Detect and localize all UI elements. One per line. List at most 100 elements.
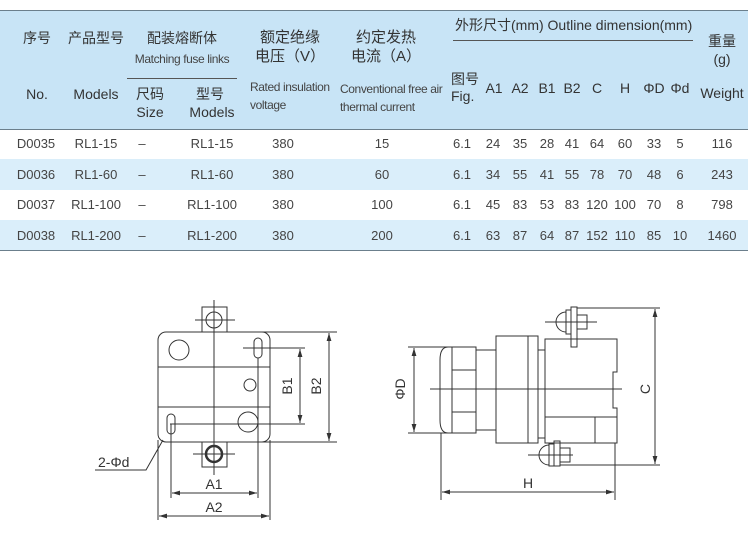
header-size-cn: 尺码	[136, 86, 164, 102]
cell-a2: 55	[512, 166, 528, 182]
header-dim-c: C	[591, 80, 603, 96]
side-view: ΦD C H	[392, 306, 660, 500]
label-b1: B1	[279, 377, 295, 394]
cell-voltage: 380	[272, 197, 294, 212]
header-curr-en2: thermal current	[340, 100, 415, 114]
header-dim-title: 外形尺寸(mm) Outline dimension(mm)	[455, 17, 693, 33]
cell-current: 15	[374, 136, 390, 151]
label-phi-d: ΦD	[392, 378, 408, 399]
cell-c: 64	[589, 136, 605, 151]
cell-fig: 6.1	[452, 227, 472, 243]
header-curr-cn1: 约定发热	[355, 29, 417, 46]
cell-a1: 34	[485, 166, 501, 182]
header-dim-a2: A2	[511, 80, 529, 96]
header-dim-phid-small: Φd	[670, 80, 690, 96]
label-a1: A1	[205, 476, 222, 492]
cell-no: D0036	[16, 166, 56, 182]
front-view: B1 B2 A1 A2 2-Φd	[95, 300, 337, 520]
header-fmodel-cn: 型号	[196, 86, 224, 102]
header-size-en: Size	[136, 104, 164, 120]
header-fuse-cn: 配装熔断体	[147, 30, 217, 46]
label-a2: A2	[205, 499, 222, 515]
header-curr-en1: Conventional free air	[340, 82, 443, 96]
header-no-en: No.	[26, 86, 48, 102]
cell-size: –	[138, 166, 146, 182]
header-fig-en: Fig.	[451, 88, 475, 104]
cell-b1: 41	[539, 166, 555, 182]
cell-phi-d-big: 85	[646, 227, 662, 243]
cell-current: 100	[371, 197, 393, 212]
cell-b1: 28	[539, 136, 555, 151]
header-volt-en1: Rated insulation	[250, 80, 330, 94]
cell-phi-d-small: 6	[676, 166, 684, 182]
header-weight-cn: 重量	[708, 33, 736, 49]
header-curr-cn2: 电流（A）	[350, 48, 422, 65]
cell-a1: 24	[485, 136, 501, 151]
header-dim-b1: B1	[538, 80, 556, 96]
header-fig-cn: 图号	[451, 71, 479, 87]
cell-a1: 63	[485, 227, 501, 243]
cell-no: D0037	[16, 197, 56, 212]
cell-model: RL1-60	[74, 166, 118, 182]
cell-a2: 83	[512, 197, 528, 212]
cell-b2: 41	[564, 136, 580, 151]
cell-phi-d-small: 5	[676, 136, 684, 151]
header-volt-cn2: 电压（V）	[254, 48, 326, 65]
cell-c: 78	[589, 166, 605, 182]
divider	[453, 40, 693, 41]
header-weight-unit: (g)	[713, 51, 731, 67]
cell-a1: 45	[485, 197, 501, 212]
divider	[127, 78, 237, 79]
cell-fuse-model: RL1-15	[190, 136, 234, 151]
header-fuse-en: Matching fuse links	[134, 52, 230, 66]
header-volt-cn1: 额定绝缘	[259, 29, 321, 46]
header-weight-en: Weight	[700, 85, 744, 101]
cell-current: 60	[374, 166, 390, 182]
cell-h: 70	[617, 166, 633, 182]
cell-a2: 35	[512, 136, 528, 151]
cell-size: –	[138, 136, 146, 151]
cell-voltage: 380	[272, 166, 294, 182]
header-dim-phid-big: ΦD	[643, 80, 665, 96]
cell-h: 60	[617, 136, 633, 151]
label-h: H	[523, 475, 533, 491]
label-c: C	[637, 384, 653, 394]
table-header	[0, 10, 748, 130]
cell-model: RL1-200	[71, 227, 121, 243]
cell-phi-d-big: 48	[646, 166, 662, 182]
cell-b2: 83	[564, 197, 580, 212]
cell-weight: 116	[711, 136, 733, 151]
cell-c: 120	[586, 197, 608, 212]
label-hole: 2-Φd	[98, 454, 129, 470]
cell-voltage: 380	[272, 227, 294, 243]
cell-b1: 64	[539, 227, 555, 243]
cell-model: RL1-100	[71, 197, 121, 212]
cell-phi-d-small: 8	[676, 197, 684, 212]
cell-h: 110	[614, 227, 636, 243]
header-dim-b2: B2	[563, 80, 581, 96]
cell-fuse-model: RL1-100	[187, 197, 237, 212]
cell-phi-d-small: 10	[672, 227, 688, 243]
cell-weight: 1460	[707, 227, 737, 243]
header-dim-a1: A1	[485, 80, 503, 96]
cell-weight: 243	[711, 166, 733, 182]
cell-fig: 6.1	[452, 166, 472, 182]
header-model-en: Models	[73, 86, 119, 102]
cell-size: –	[138, 227, 146, 243]
header-model-cn: 产品型号	[68, 30, 124, 46]
cell-fuse-model: RL1-200	[187, 227, 237, 243]
cell-no: D0038	[16, 227, 56, 243]
label-b2: B2	[308, 377, 324, 394]
header-no-cn: 序号	[23, 30, 51, 46]
cell-c: 152	[586, 227, 608, 243]
cell-a2: 87	[512, 227, 528, 243]
table-bottom-border	[0, 250, 748, 251]
cell-h: 100	[614, 197, 636, 212]
cell-weight: 798	[711, 197, 733, 212]
